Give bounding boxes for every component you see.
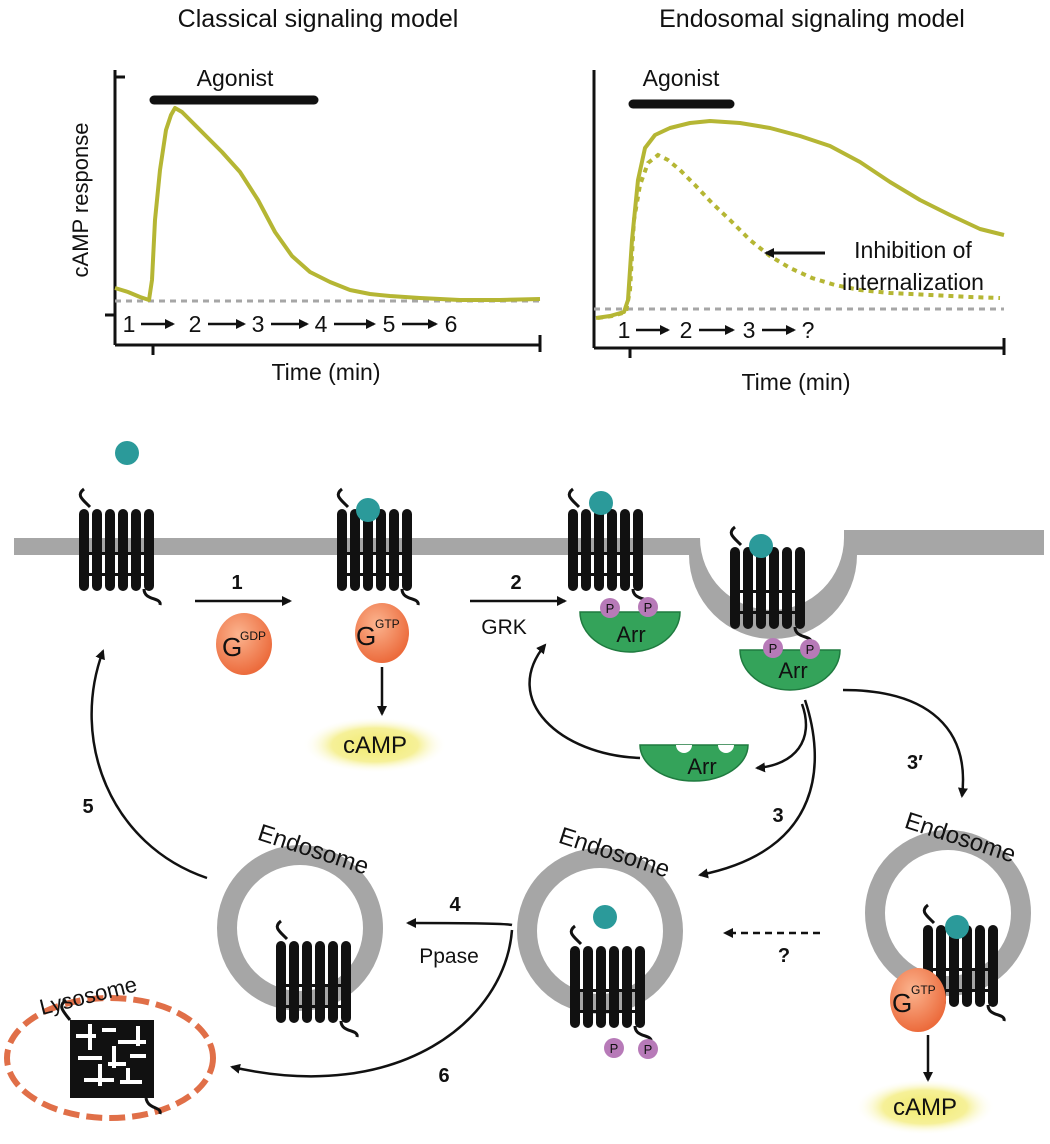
svg-text:Arr: Arr [616, 622, 645, 647]
svg-text:GDP: GDP [240, 629, 266, 643]
classical-panel: Classical signaling model Agonist cAMP r… [68, 5, 542, 385]
endosomal-step-1: 1 [618, 317, 631, 343]
svg-text:P: P [806, 642, 815, 657]
ligand-bound [945, 915, 969, 939]
classical-step-2: 2 [189, 311, 202, 337]
step-1-label: 1 [231, 572, 242, 594]
arrestin-recycle-arrow [528, 643, 641, 760]
classical-agonist-label: Agonist [197, 65, 274, 91]
camp-glow-membrane [303, 717, 447, 773]
endosomal-step-labels: 1 2 3 ? [618, 317, 815, 343]
classical-xlabel: Time (min) [271, 359, 380, 385]
step-3-arrow [698, 699, 817, 879]
camp-endosome: cAMP [893, 1094, 957, 1121]
ligand-bound [356, 498, 380, 522]
step-4-label: 4 [449, 894, 461, 916]
classical-ylabel: cAMP response [68, 123, 93, 278]
svg-text:Arr: Arr [778, 658, 807, 683]
degraded-receptor [60, 998, 162, 1115]
g-protein-gtp: G GTP [355, 603, 409, 663]
classical-step-labels: 1 2 3 4 5 6 [123, 311, 458, 337]
arrestin-membrane: P P Arr [579, 597, 681, 653]
endosome-label-middle: Endosome [556, 822, 673, 883]
svg-text:G: G [356, 621, 376, 651]
endosomal-title: Endosomal signaling model [659, 5, 965, 33]
ligand-free [115, 441, 139, 465]
endosomal-panel: Endosomal signaling model Agonist Inhibi… [592, 5, 1006, 395]
endosomal-step-unknown: ? [802, 317, 815, 343]
svg-text:Arr: Arr [687, 754, 716, 779]
step-3-prime-label: 3′ [907, 752, 923, 774]
ligand-bound [593, 905, 617, 929]
svg-text:P: P [769, 641, 778, 656]
endosome-recycling [217, 845, 383, 1011]
endosomal-step-3: 3 [743, 317, 756, 343]
svg-text:P: P [606, 601, 615, 616]
step-2-label: 2 [510, 572, 521, 594]
classical-step-4: 4 [315, 311, 328, 337]
step-3-prime-arrow [842, 688, 968, 798]
trafficking-diagram: 1 G GDP G GTP cAMP 2 GRK P P [4, 441, 1044, 1135]
step-6-arrow [230, 929, 514, 1078]
arrestin-pit: P P Arr [739, 638, 841, 691]
ppase-label: Ppase [419, 945, 479, 968]
classical-step-3: 3 [252, 311, 265, 337]
camp-membrane: cAMP [343, 732, 407, 759]
svg-text:GTP: GTP [911, 983, 936, 997]
classical-camp-trace [114, 106, 541, 302]
step-4-arrow [406, 918, 513, 929]
lysosome [4, 995, 216, 1121]
receptor-endosome-phosphorylated [568, 924, 653, 1044]
step-5-label: 5 [82, 796, 93, 818]
svg-text:G: G [892, 988, 912, 1018]
classical-step-1: 1 [123, 311, 136, 337]
receptor-endosome-dephosphorylated [274, 919, 359, 1039]
unknown-transition-label: ? [778, 945, 790, 967]
g-protein-gtp-endosome: G GTP [890, 968, 946, 1032]
svg-text:GTP: GTP [375, 617, 400, 631]
ligand-bound [749, 534, 773, 558]
classical-step-6: 6 [445, 311, 458, 337]
svg-text:P: P [644, 1042, 653, 1057]
camp-glow-endosome [855, 1079, 995, 1135]
step-6-label: 6 [438, 1065, 449, 1087]
endosome-signaling [865, 830, 1031, 996]
endosomal-dotted-trace [597, 152, 1001, 320]
ligand-bound [589, 491, 613, 515]
grk-label: GRK [481, 616, 527, 639]
lysosome-label: Lysosome [37, 972, 140, 1020]
endosomal-xlabel: Time (min) [741, 369, 850, 395]
plasma-membrane [14, 530, 1044, 639]
svg-text:P: P [644, 600, 653, 615]
endosome-label-right: Endosome [902, 807, 1019, 868]
arrestin-release-arrow [755, 703, 808, 773]
inhibition-label-line1: Inhibition of [854, 237, 972, 263]
step-5-arrow [90, 649, 208, 880]
g-protein-gdp: G GDP [216, 613, 272, 675]
phospho-sites-endosome: P P [604, 1038, 658, 1059]
arrestin-free: Arr [639, 744, 749, 782]
svg-text:G: G [222, 632, 242, 662]
svg-text:P: P [610, 1041, 619, 1056]
step-3-label: 3 [772, 805, 783, 827]
classical-step-5: 5 [383, 311, 396, 337]
endosomal-agonist-label: Agonist [643, 65, 720, 91]
endosomal-solid-trace [595, 119, 1005, 320]
classical-title: Classical signaling model [178, 5, 459, 33]
inhibition-label-line2: internalization [842, 269, 984, 295]
endosomal-step-2: 2 [680, 317, 693, 343]
